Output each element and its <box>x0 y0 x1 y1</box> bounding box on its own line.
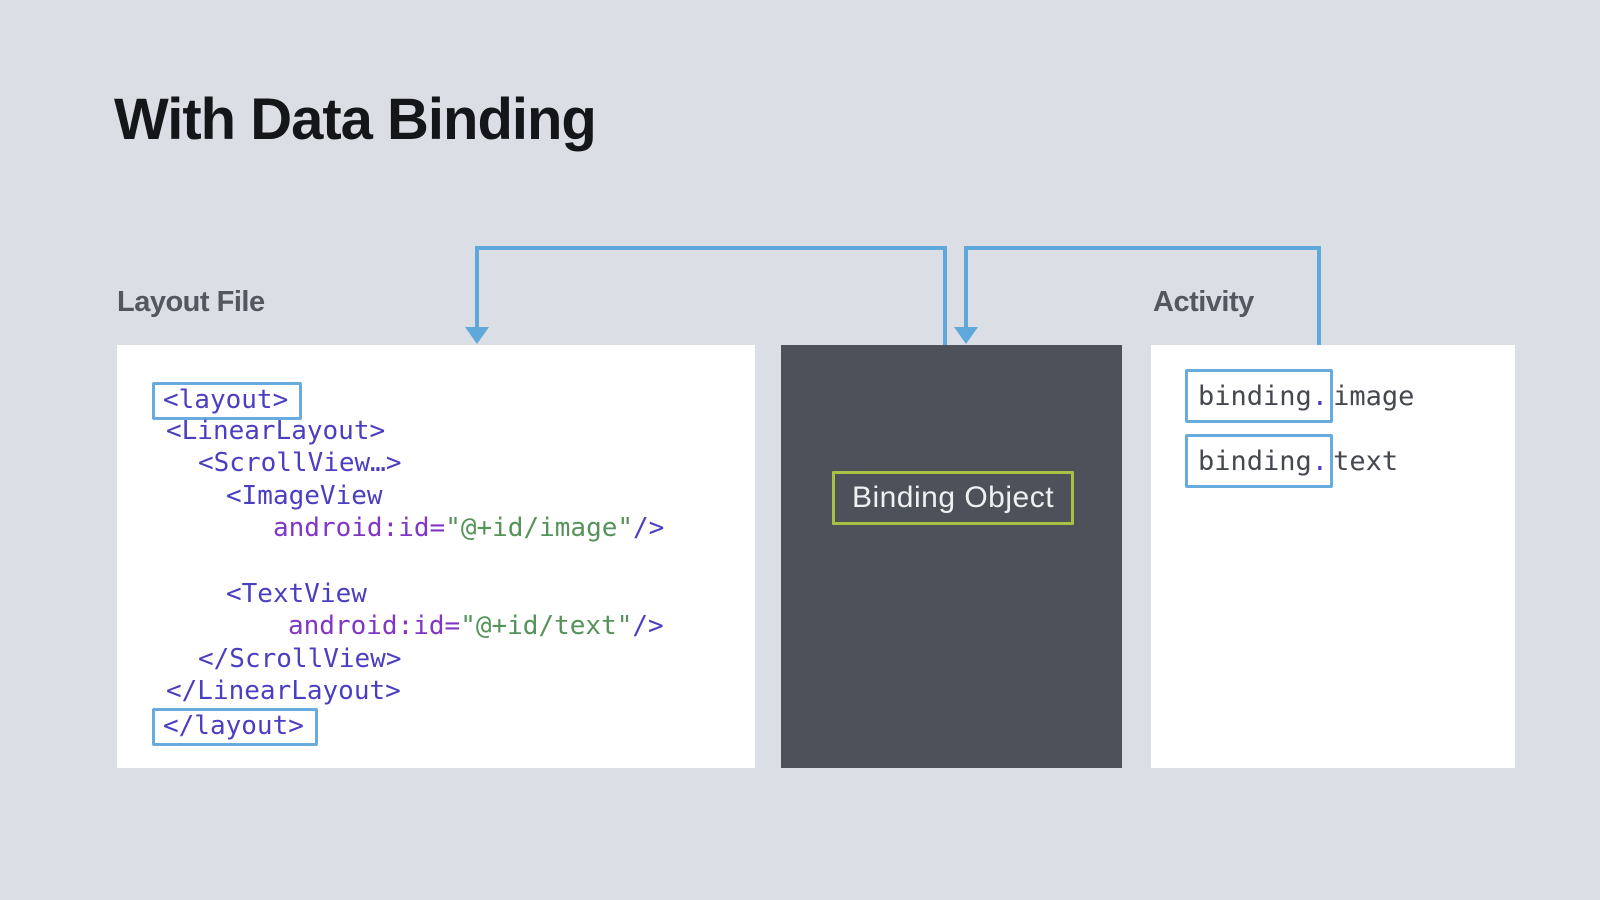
code-line: android:id="@+id/text"/> <box>163 610 664 643</box>
binding-prefix-highlight-box: binding. <box>1185 434 1334 488</box>
code-token-tag: <ImageView <box>226 480 383 511</box>
code-token-str: "@+id/text" <box>460 611 633 642</box>
connector-activity-to-binding-stem <box>1317 246 1321 347</box>
arrowhead-into-binding-icon <box>954 327 978 344</box>
arrowhead-into-layout-icon <box>465 327 489 344</box>
code-token-tag: <layout> <box>163 385 289 415</box>
code-token-tag: </layout> <box>163 710 304 741</box>
code-token-tag: <TextView <box>226 578 367 609</box>
binding-dot: . <box>1311 380 1329 412</box>
connector-binding-to-layout-horizontal <box>475 246 947 250</box>
code-line: <TextView <box>163 578 664 611</box>
binding-reference-row: binding.text <box>1185 434 1398 488</box>
binding-word: binding <box>1198 380 1312 412</box>
code-line: </ScrollView> <box>163 643 664 676</box>
connector-activity-to-binding-horizontal <box>964 246 1321 250</box>
code-token-str: "@+id/image" <box>445 513 634 544</box>
code-line: <layout> <box>152 382 664 420</box>
code-line: </layout> <box>152 707 664 746</box>
code-line: </LinearLayout> <box>163 675 664 708</box>
code-token-tag: /> <box>632 611 664 642</box>
code-line: android:id="@+id/image"/> <box>163 512 664 545</box>
connector-binding-to-layout-vertical <box>475 246 479 328</box>
layout-tag-highlight-box: </layout> <box>152 707 318 746</box>
binding-prefix-highlight-box: binding. <box>1185 369 1334 423</box>
binding-object-label: Binding Object <box>851 481 1055 514</box>
binding-property: text <box>1333 445 1399 477</box>
binding-reference-row: binding.image <box>1185 369 1414 423</box>
code-token-tag: <ScrollView…> <box>198 448 402 479</box>
code-line: <ScrollView…> <box>163 447 664 480</box>
layout-tag-highlight-box: <layout> <box>152 382 303 420</box>
code-token-attr: android:id= <box>273 513 446 544</box>
binding-dot: . <box>1311 445 1329 477</box>
layout-file-panel: <layout><LinearLayout><ScrollView…><Imag… <box>117 345 755 768</box>
activity-label: Activity <box>1153 286 1254 318</box>
connector-binding-to-layout-stem <box>943 246 947 347</box>
code-token-tag: </ScrollView> <box>198 643 402 674</box>
binding-property: image <box>1333 380 1415 412</box>
code-token-tag: /> <box>633 513 665 544</box>
diagram-title: With Data Binding <box>114 87 597 152</box>
layout-file-label: Layout File <box>117 286 265 318</box>
code-token-attr: android:id= <box>288 611 461 642</box>
code-line: <LinearLayout> <box>163 415 664 448</box>
code-token-tag: <LinearLayout> <box>166 415 386 446</box>
binding-word: binding <box>1198 445 1312 477</box>
code-token-tag: </LinearLayout> <box>166 676 401 707</box>
code-line: <ImageView <box>163 480 664 513</box>
connector-activity-to-binding-vertical <box>964 246 968 328</box>
binding-object-panel: Binding Object <box>781 345 1122 768</box>
xml-code-block: <layout><LinearLayout><ScrollView…><Imag… <box>152 382 664 746</box>
code-line-blank <box>163 545 664 578</box>
binding-object-box: Binding Object <box>832 471 1074 525</box>
